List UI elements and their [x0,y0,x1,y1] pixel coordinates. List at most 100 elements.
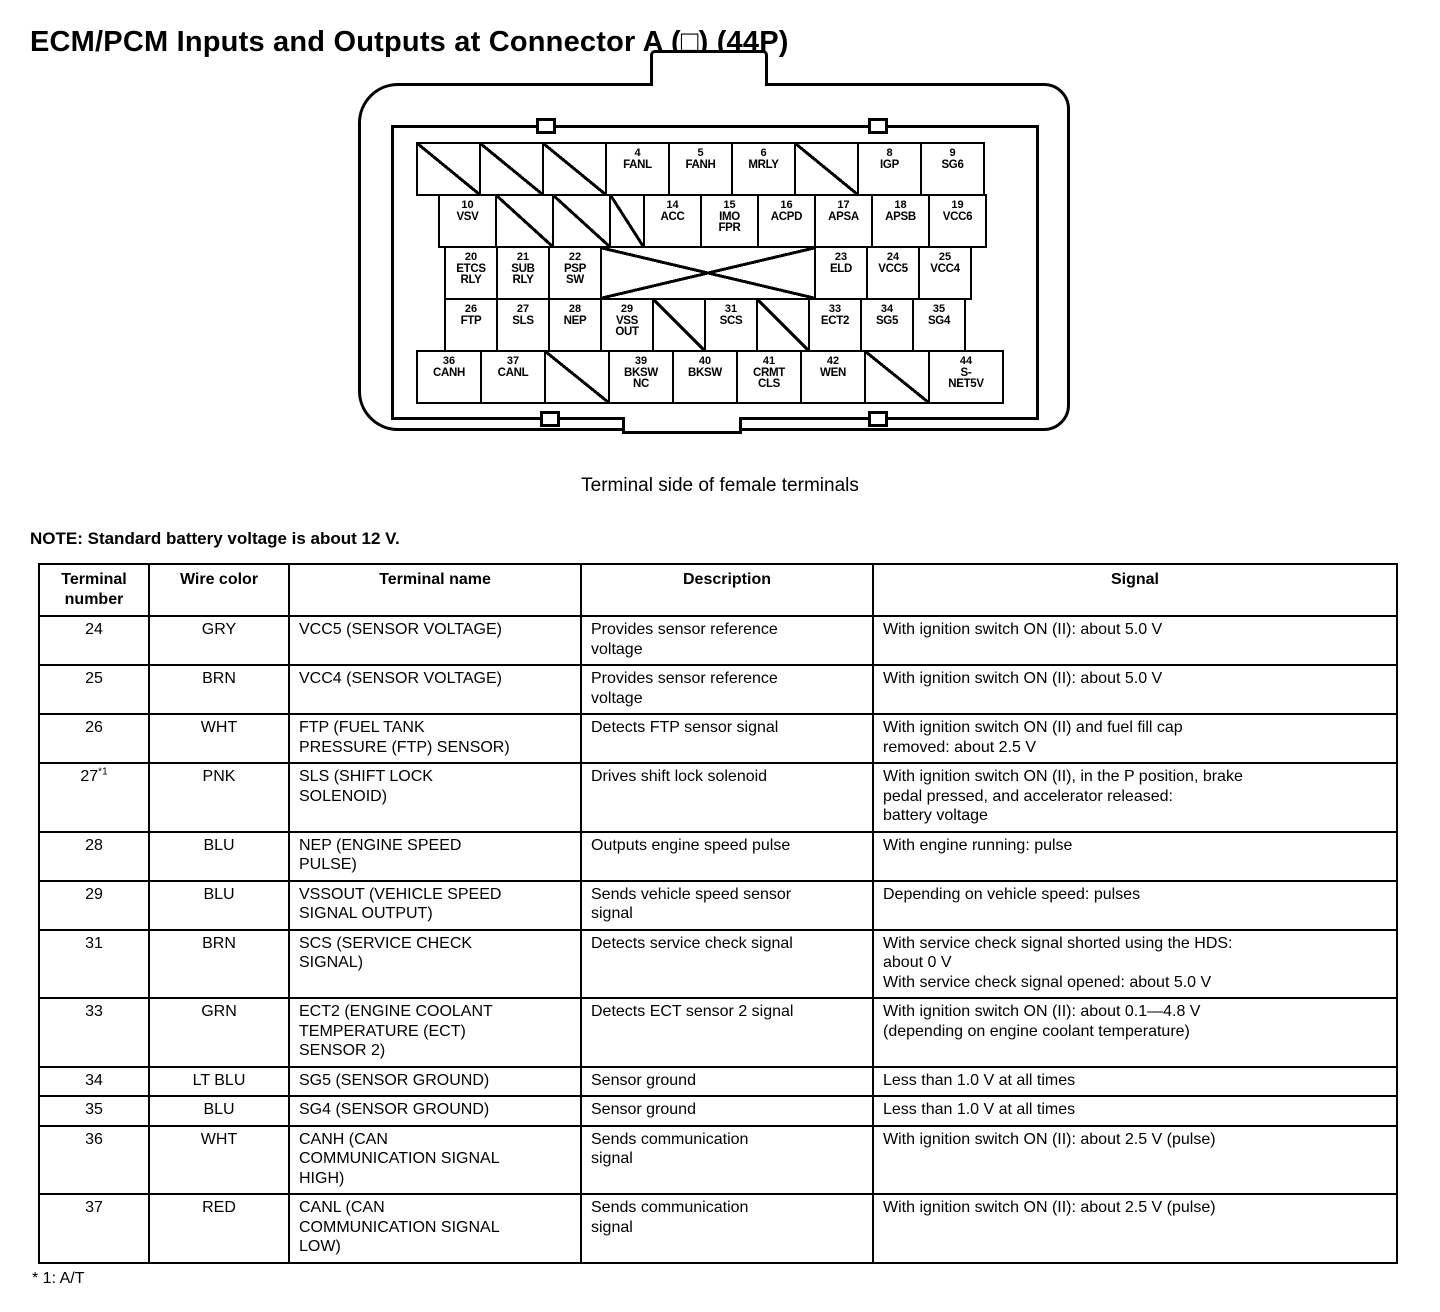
wire-color: LT BLU [148,1065,290,1098]
connector-latch-bottom-1 [540,411,560,427]
pin-label: MRLY [748,158,779,171]
description: Sends communication signal [580,1124,874,1196]
pin-number: 22 [568,251,582,263]
signal: With ignition switch ON (II): about 2.5 … [872,1124,1398,1196]
pin-number: 35 [932,303,946,315]
description: Provides sensor reference voltage [580,664,874,716]
pin-label: VCC6 [942,210,973,223]
description: Sends vehicle speed sensor signal [580,879,874,931]
terminal-number: 37 [38,1193,150,1264]
blocked-pin [495,194,554,248]
pin-number: 19 [951,199,964,211]
pin-number: 15 [723,199,736,211]
description: Detects service check signal [580,928,874,1000]
description: Drives shift lock solenoid [580,762,874,833]
signal: With service check signal shorted using … [872,928,1398,1000]
pin-number: 31 [724,303,738,315]
wire-color: BLU [148,1095,290,1127]
pin-number: 36 [442,355,456,367]
description: Detects FTP sensor signal [580,713,874,765]
pin-label: S- NET5V [948,366,984,391]
pin-label: FTP [460,314,482,327]
terminal-number: 25 [38,664,150,716]
pin-number: 8 [886,147,893,159]
terminal-number: 26 [38,713,150,765]
wire-color: BLU [148,879,290,931]
signal: With ignition switch ON (II): about 5.0 … [872,615,1398,667]
blocked-pin [864,350,930,404]
pin-label: ACC [660,210,685,223]
pin-number: 18 [894,199,907,211]
terminal-name: FTP (FUEL TANK PRESSURE (FTP) SENSOR) [288,713,582,765]
wire-color: BRN [148,928,290,1000]
pin-number: 25 [938,251,952,263]
connector-latch-bottom-2 [868,411,888,427]
wire-color: GRN [148,997,290,1068]
terminal-name: VCC5 (SENSOR VOLTAGE) [288,615,582,667]
footnote-marker: *1 [98,766,108,778]
pin-label: VSS OUT [615,314,639,339]
description: Detects ECT sensor 2 signal [580,997,874,1068]
signal: With engine running: pulse [872,830,1398,882]
pin-number: 29 [620,303,634,315]
pin-number: 10 [461,199,474,211]
wire-color: RED [148,1193,290,1264]
connector-top-tab [650,50,768,86]
blocked-pin [544,350,610,404]
terminal-table: Terminal number Wire color Terminal name… [38,562,1398,1264]
terminal-number: 31 [38,928,150,1000]
pin-number: 20 [464,251,478,263]
signal: With ignition switch ON (II), in the P p… [872,762,1398,833]
blocked-pin [756,298,810,352]
pin-label: CANL [497,366,529,379]
pin-label: SG4 [927,314,951,327]
signal: Depending on vehicle speed: pulses [872,879,1398,931]
header-terminal-number: Terminal number [38,562,150,618]
signal: Less than 1.0 V at all times [872,1065,1398,1098]
pin-number: 28 [568,303,582,315]
wire-color: WHT [148,1124,290,1196]
connector-latch-top-2 [868,118,888,134]
description: Sends communication signal [580,1193,874,1264]
pin-number: 16 [780,199,793,211]
blocked-pin [794,142,859,196]
terminal-number: 34 [38,1065,150,1098]
pin-label: NEP [563,314,587,327]
connector-latch-top-1 [536,118,556,134]
terminal-name: SLS (SHIFT LOCK SOLENOID) [288,762,582,833]
header-signal: Signal [872,562,1398,618]
terminal-number: 28 [38,830,150,882]
pin-label: SLS [512,314,534,327]
terminal-number: 33 [38,997,150,1068]
blocked-pin [609,194,645,248]
pin-number: 24 [886,251,900,263]
pin-label: ELD [829,262,853,275]
